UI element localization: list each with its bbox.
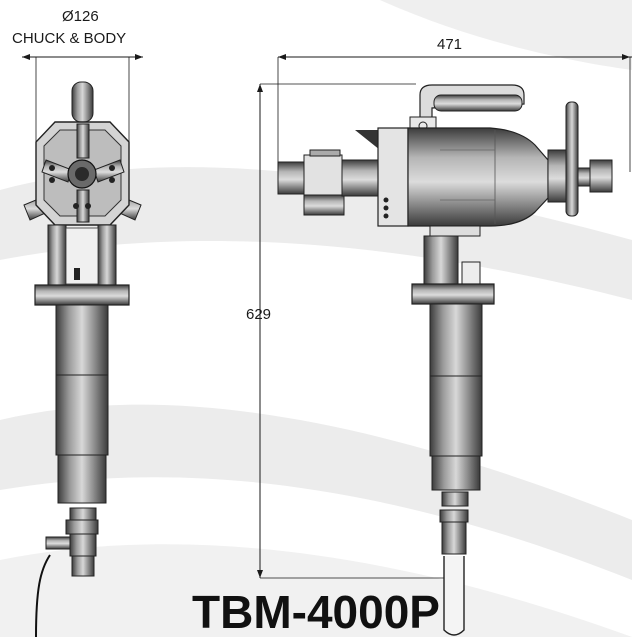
width-dimension-label: 471 (437, 36, 463, 53)
front-view (22, 54, 143, 637)
model-title: TBM-4000P (192, 586, 440, 638)
chuck-caption: CHUCK & BODY (12, 30, 127, 47)
side-view (257, 54, 632, 636)
chuck-diameter-label: Ø126 (62, 8, 99, 25)
height-dimension-label: 629 (246, 306, 272, 323)
